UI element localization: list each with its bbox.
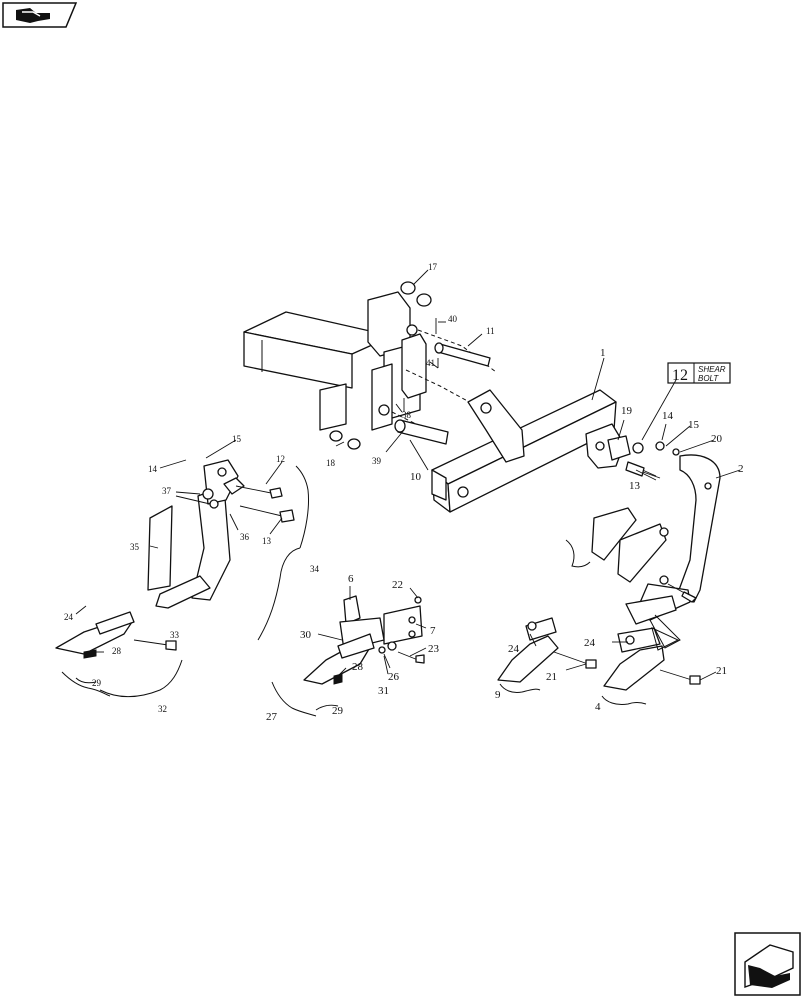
callout-23: 23 [428,643,440,655]
callout-26: 26 [388,671,400,683]
point-assembly-4 [603,627,701,691]
callout-1: 1 [600,347,606,359]
callout-31: 31 [378,685,389,697]
callout-38: 38 [402,410,412,420]
callout-28-left: 28 [112,646,122,656]
callout-14: 14 [662,410,674,422]
center-point-assembly [303,595,425,685]
book-hand-icon[interactable] [2,2,78,28]
callout-6: 6 [348,573,354,585]
callout-24-left: 24 [64,612,74,622]
callout-28: 28 [352,661,364,673]
callout-9: 9 [495,689,501,701]
shear-bolt-number: 12 [672,367,688,384]
callout-4: 4 [595,701,601,713]
callout-30: 30 [300,629,312,641]
callout-20: 20 [711,433,723,445]
callout-labels: 1 2 4 6 7 9 10 11 12 13 13 14 14 15 15 1… [64,262,744,723]
callout-29: 29 [332,705,344,717]
shank-left [55,459,295,659]
shank-right [591,454,721,649]
callout-21-right: 21 [716,665,727,677]
callout-14-left: 14 [148,464,158,474]
next-page-arrow-icon[interactable] [734,932,801,996]
callout-12: 12 [276,454,285,464]
callout-39: 39 [372,456,382,466]
callout-33: 33 [170,630,180,640]
callout-22: 22 [392,579,403,591]
shear-bolt-text-2: BOLT [698,374,719,383]
callout-13-left: 13 [262,536,272,546]
callout-24-mid: 24 [508,643,520,655]
callout-27: 27 [266,711,278,723]
callout-41: 41 [426,358,435,368]
main-frame-assembly [243,291,631,513]
callout-10: 10 [410,471,422,483]
callout-34: 34 [310,564,320,574]
callout-35: 35 [130,542,140,552]
callout-11: 11 [486,326,495,336]
callout-40: 40 [448,314,458,324]
callout-18: 18 [326,458,336,468]
callout-15-left: 15 [232,434,242,444]
leader-lines [75,269,741,681]
callout-36: 36 [240,532,250,542]
callout-15: 15 [688,419,700,431]
callout-37: 37 [162,486,172,496]
callout-29-left: 29 [92,678,102,688]
shear-bolt-text-1: SHEAR [698,365,726,374]
top-hardware [329,281,439,450]
hardware-right [625,441,680,479]
callout-17: 17 [428,262,438,272]
callout-19: 19 [621,405,633,417]
callout-2: 2 [738,463,744,475]
callout-7: 7 [430,625,436,637]
callout-24-right: 24 [584,637,596,649]
point-assembly-9 [497,617,597,683]
group-braces [61,465,647,717]
shear-bolt-box: 12 SHEAR BOLT [667,362,731,384]
callout-13: 13 [629,480,641,492]
callout-32: 32 [158,704,167,714]
callout-21: 21 [546,671,557,683]
